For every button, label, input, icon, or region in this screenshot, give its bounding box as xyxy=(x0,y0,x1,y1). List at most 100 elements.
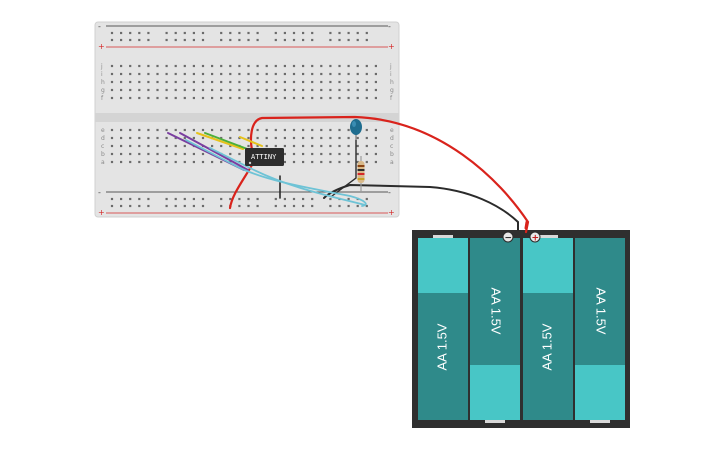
rail-hole xyxy=(220,204,223,208)
terminal-hole xyxy=(374,152,377,156)
terminal-hole xyxy=(174,152,177,156)
battery-cell-label: AA 1.5V xyxy=(539,323,554,370)
rail-hole xyxy=(110,38,114,42)
terminal-hole xyxy=(192,64,195,68)
terminal-hole xyxy=(283,144,286,148)
terminal-hole xyxy=(365,96,368,100)
battery-plus-terminal[interactable] xyxy=(529,231,541,243)
wire-yellow[interactable] xyxy=(196,132,244,150)
rail-hole xyxy=(347,197,350,201)
terminal-hole xyxy=(238,152,241,156)
terminal-hole xyxy=(138,72,141,76)
terminal-hole xyxy=(256,144,259,148)
terminal-hole xyxy=(120,96,123,100)
terminal-hole xyxy=(347,128,350,132)
wire-cyan-2[interactable] xyxy=(209,147,366,206)
terminal-hole xyxy=(365,80,368,84)
wire-red-power[interactable] xyxy=(249,115,530,234)
rail-hole xyxy=(256,38,259,42)
terminal-hole xyxy=(174,144,177,148)
wire-yellow-2[interactable] xyxy=(239,136,263,147)
terminal-hole xyxy=(138,136,141,140)
terminal-hole xyxy=(338,152,341,156)
rail-hole xyxy=(229,38,232,42)
row-letter-left: g xyxy=(101,87,105,94)
breadboard-trench xyxy=(95,113,399,122)
terminal-hole xyxy=(356,152,359,156)
terminal-hole xyxy=(320,128,323,132)
terminal-hole xyxy=(201,72,205,76)
terminal-hole xyxy=(365,88,368,92)
terminal-hole xyxy=(147,160,150,164)
row-letter-right: g xyxy=(390,87,394,94)
terminal-hole xyxy=(192,80,195,84)
row-letter-right: h xyxy=(390,79,394,86)
rail-hole xyxy=(201,197,205,201)
row-letter-right: j xyxy=(389,63,392,70)
rail-hole xyxy=(138,38,141,42)
terminal-hole xyxy=(329,88,332,92)
wire-led-lead[interactable] xyxy=(331,139,357,197)
terminal-hole xyxy=(120,144,123,148)
terminal-hole xyxy=(147,136,150,140)
wires[interactable] xyxy=(167,115,530,234)
terminal-hole xyxy=(302,136,305,140)
wire-red-lead[interactable] xyxy=(524,220,529,230)
terminal-hole xyxy=(311,88,314,92)
led-icon[interactable] xyxy=(350,119,362,140)
terminal-hole xyxy=(129,64,132,68)
terminal-hole xyxy=(320,80,323,84)
terminal-hole xyxy=(183,136,186,140)
terminal-hole xyxy=(265,144,268,148)
terminal-hole xyxy=(138,160,141,164)
terminal-hole xyxy=(292,80,296,84)
wire-green[interactable] xyxy=(204,132,251,151)
chip-label: ATTINY xyxy=(251,153,277,161)
terminal-hole xyxy=(129,88,132,92)
wire-cyan-1[interactable] xyxy=(185,139,367,207)
terminal-hole xyxy=(274,88,277,92)
battery-cell-nub xyxy=(590,420,610,423)
terminal-hole xyxy=(274,96,277,100)
wire-red-down[interactable] xyxy=(228,163,254,210)
rail-hole xyxy=(110,204,114,208)
terminal-hole xyxy=(165,128,168,132)
terminal-hole xyxy=(183,64,186,68)
terminal-hole xyxy=(174,80,177,84)
wire-purple-2[interactable] xyxy=(179,132,249,171)
terminal-hole xyxy=(174,64,177,68)
terminal-hole xyxy=(247,128,250,132)
rail-hole xyxy=(247,197,250,201)
terminal-hole xyxy=(201,136,205,140)
resistor-icon[interactable] xyxy=(357,156,365,192)
terminal-hole xyxy=(211,88,214,92)
terminal-hole xyxy=(138,64,141,68)
terminal-hole xyxy=(302,152,305,156)
terminal-hole xyxy=(265,72,268,76)
row-letter-right: f xyxy=(390,95,393,102)
rail-hole xyxy=(147,204,150,208)
terminal-hole xyxy=(156,128,159,132)
resistor-band-4 xyxy=(357,178,365,180)
rail-hole xyxy=(138,31,141,35)
rail-hole xyxy=(238,38,241,42)
rail-hole xyxy=(338,38,341,42)
terminal-hole xyxy=(338,136,341,140)
terminal-hole xyxy=(229,96,232,100)
resistor-band-1 xyxy=(357,165,365,167)
terminal-hole xyxy=(183,96,186,100)
terminal-hole xyxy=(220,64,223,68)
battery-cell: AA 1.5V xyxy=(470,238,520,423)
row-letter-right: e xyxy=(390,127,394,134)
rail-hole xyxy=(329,38,332,42)
ic-chip-icon[interactable]: ATTINY xyxy=(245,148,284,166)
terminal-hole xyxy=(229,128,232,132)
battery-minus-terminal[interactable] xyxy=(502,231,514,243)
row-letter-left: d xyxy=(101,135,105,142)
terminal-hole xyxy=(211,80,214,84)
battery-cell-cap xyxy=(575,365,625,420)
terminal-hole xyxy=(311,72,314,76)
